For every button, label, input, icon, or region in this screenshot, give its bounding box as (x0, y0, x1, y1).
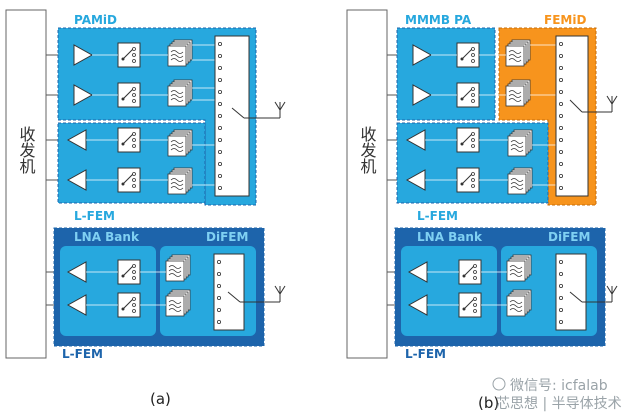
pamid-module-a (57, 27, 257, 206)
watermark: 微信号: icfalab 芯思想 | 半导体技术 (492, 377, 622, 412)
lna-bank-a (60, 246, 156, 336)
wechat-icon (492, 377, 506, 391)
antenna-icon-a (274, 101, 286, 119)
transceiver-label-b: 收发机 (358, 126, 377, 175)
difem-label-a: DiFEM (206, 230, 248, 244)
lna-bank-b (401, 246, 497, 336)
caption-b: (b) (478, 394, 499, 412)
caption-a: (a) (150, 390, 171, 408)
mmmb-label-b: MMMB PA (405, 13, 472, 27)
lna-bank-label-a: LNA Bank (74, 230, 140, 244)
mmmb-pa-b (396, 27, 496, 121)
transceiver-box-a (5, 9, 47, 359)
watermark-line1: 微信号: icfalab (510, 378, 608, 394)
lfem-lower-label-b: L-FEM (405, 347, 446, 361)
antenna-icon-b (606, 95, 618, 113)
diagram-b: 收发机 MMMB PA FEMiD L-FEM (346, 9, 618, 412)
lfem-upper-label-a: L-FEM (74, 209, 115, 223)
transceiver-label-a: 收发机 (17, 126, 36, 175)
femid-label-b: FEMiD (544, 13, 586, 27)
lfem-lower-label-a: L-FEM (62, 347, 103, 361)
transceiver-box-b (346, 9, 388, 359)
pamid-label-a: PAMiD (74, 13, 117, 27)
diagram-a: 收发机 PAMiD L-FEM (5, 9, 286, 408)
lfem-upper-label-b: L-FEM (417, 209, 458, 223)
difem-label-b: DiFEM (548, 230, 590, 244)
lna-bank-label-b: LNA Bank (417, 230, 483, 244)
watermark-line2: 芯思想 | 半导体技术 (496, 396, 622, 412)
